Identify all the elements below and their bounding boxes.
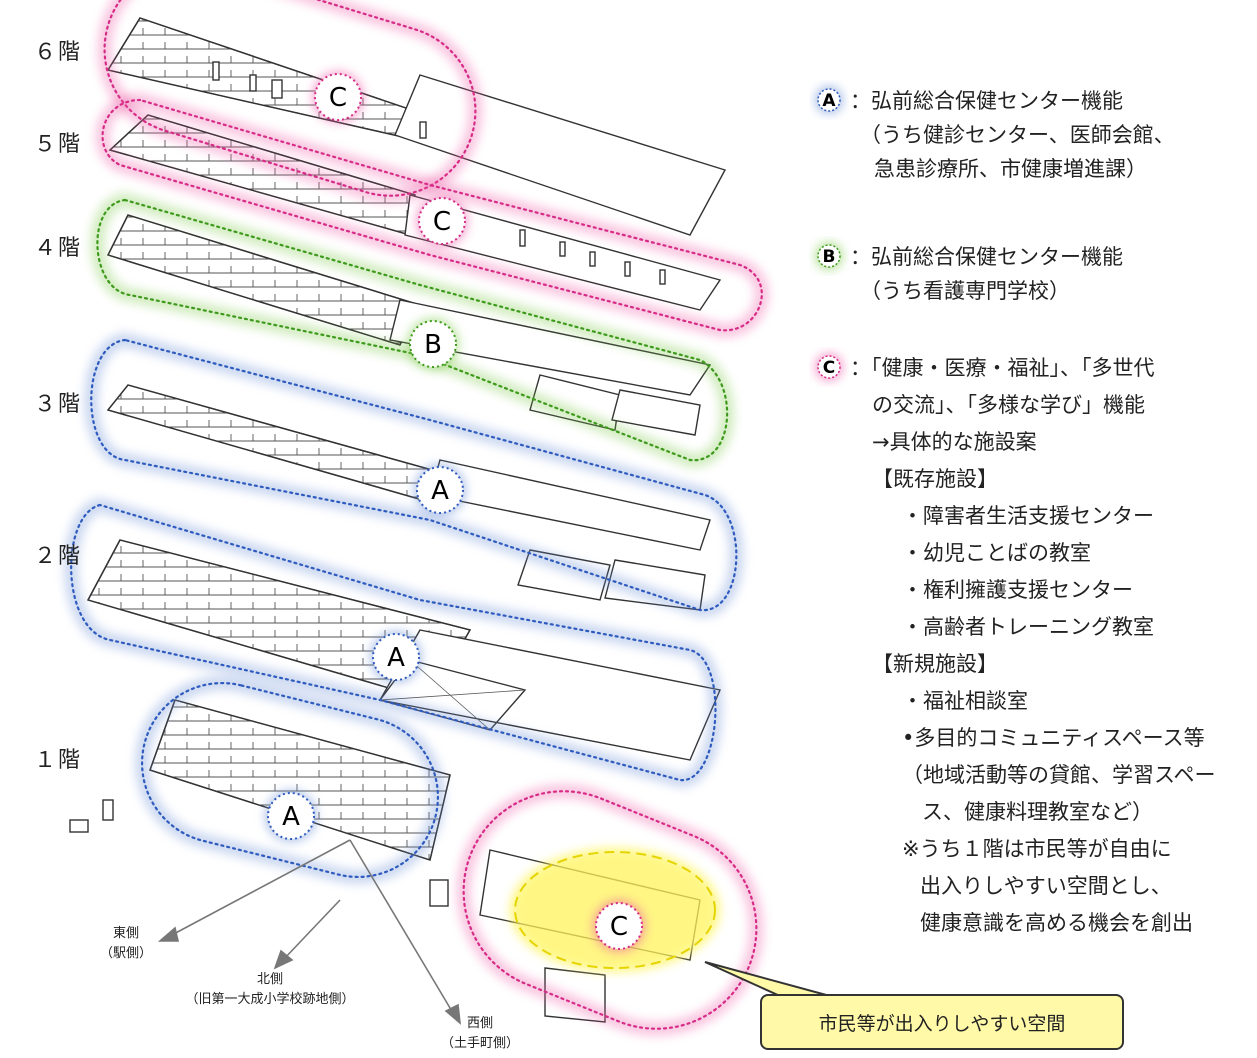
- zone-a-marker-2f: A: [370, 631, 422, 683]
- legend-b: ：弘前総合保健センター機能 （うち看護専門学校）: [850, 240, 1123, 308]
- svg-text:B: B: [823, 247, 836, 267]
- legend-b-marker: B: [815, 242, 843, 270]
- legend-c-note-3: 健康意識を高める機会を創出: [920, 911, 1193, 935]
- zone-a-marker-3f: A: [414, 464, 466, 516]
- zone-a-ring-1f: [135, 676, 445, 884]
- legend-a: ：弘前総合保健センター機能 （うち健診センター、医師会館、 急患診療所、市健康増…: [850, 84, 1175, 186]
- svg-text:A: A: [387, 643, 405, 673]
- direction-north: 北側 （旧第一大成小学校跡地側）: [150, 970, 390, 1010]
- floor-label-3f: ３階: [34, 392, 83, 417]
- zone-c-ring-6f: [97, 0, 483, 203]
- floor-label-2f: ２階: [34, 544, 83, 569]
- zone-c-ring-1f: [456, 784, 764, 1036]
- zone-a-marker-1f: A: [265, 790, 317, 842]
- west-arrow-line: [349, 839, 454, 1014]
- legend-c-existing-header: 【既存施設】: [872, 467, 998, 491]
- direction-east-sub: （駅側）: [100, 946, 153, 961]
- floor-label-1f: １階: [34, 748, 83, 773]
- legend-c-new-header: 【新規施設】: [872, 652, 998, 676]
- east-arrow-line: [169, 839, 351, 937]
- legend-c-new-1: ・福祉相談室: [902, 689, 1028, 713]
- svg-text:C: C: [823, 358, 835, 378]
- legend-a-line-2: （うち健診センター、医師会館、: [860, 123, 1175, 147]
- legend-a-marker: A: [815, 86, 843, 114]
- legend-a-line-3: 急患診療所、市健康増進課）: [874, 157, 1147, 181]
- svg-text:C: C: [329, 83, 347, 113]
- legend-c-existing-4: ・高齢者トレーニング教室: [902, 615, 1154, 639]
- zone-b-marker-4f: B: [407, 318, 459, 370]
- callout-pointer: [704, 961, 831, 997]
- floor-label-4f: ４階: [34, 236, 83, 261]
- east-arrow-icon: [157, 926, 180, 942]
- legend-c-new-2-detail-2: ス、健康料理教室など）: [922, 800, 1153, 824]
- floor-plan-4f: [107, 214, 712, 436]
- legend-c-new-2: •多目的コミュニティスペース等: [902, 726, 1205, 750]
- direction-west: 西側 （土手町側）: [430, 1014, 530, 1054]
- north-arrow-icon: [273, 949, 294, 970]
- svg-text:C: C: [610, 912, 628, 942]
- legend-c-note-2: 出入りしやすい空間とし、: [920, 874, 1172, 898]
- legend-c-existing-1: ・障害者生活支援センター: [902, 504, 1154, 528]
- zone-b-ring-4f: [90, 192, 735, 468]
- svg-text:B: B: [424, 330, 442, 360]
- legend-c-existing-2: ・幼児ことばの教室: [902, 541, 1091, 565]
- legend-c: ：「健康・医療・福祉」、「多世代 の交流」、「多様な学び」機能 →具体的な施設案…: [850, 350, 1216, 942]
- legend-c-line-1: ：「健康・医療・福祉」、「多世代: [850, 356, 1155, 380]
- legend-c-line-3: →具体的な施設案: [872, 430, 1037, 454]
- floor-label-6f: ６階: [34, 40, 83, 65]
- direction-east: 東側 （駅側）: [100, 924, 152, 964]
- west-arrow-icon: [444, 1003, 462, 1025]
- zone-c-marker-6f: C: [312, 71, 364, 123]
- legend-c-marker: C: [815, 353, 843, 381]
- direction-north-label: 北側: [256, 972, 283, 987]
- zone-c-marker-5f: C: [416, 195, 468, 247]
- legend-a-line-1: ：弘前総合保健センター機能: [850, 89, 1123, 113]
- north-arrow-line: [282, 899, 341, 961]
- zone-a-ring-2f: [64, 497, 723, 787]
- direction-east-label: 東側: [113, 926, 140, 941]
- zone-c-marker-1f: C: [593, 900, 645, 952]
- public-space-callout: 市民等が出入りしやすい空間: [760, 994, 1124, 1050]
- direction-north-sub: （旧第一大成小学校跡地側）: [185, 992, 355, 1007]
- legend-b-line-1: ：弘前総合保健センター機能: [850, 245, 1123, 269]
- legend-c-new-2-detail-1: （地域活動等の貸館、学習スペー: [902, 763, 1216, 787]
- legend-c-line-2: の交流」、「多様な学び」機能: [872, 393, 1145, 417]
- public-space-outline: [514, 851, 716, 969]
- legend-c-existing-3: ・権利擁護支援センター: [902, 578, 1133, 602]
- legend-b-line-2: （うち看護専門学校）: [860, 279, 1070, 303]
- zone-a-ring-3f: [84, 332, 744, 618]
- floor-plan-5f: [108, 114, 722, 311]
- floor-label-5f: ５階: [34, 132, 83, 157]
- legend-c-note-1: ※うち１階は市民等が自由に: [902, 837, 1172, 861]
- svg-text:C: C: [433, 207, 451, 237]
- svg-text:A: A: [431, 476, 449, 506]
- direction-west-label: 西側: [466, 1016, 493, 1031]
- svg-text:A: A: [282, 802, 300, 832]
- svg-text:A: A: [822, 91, 836, 111]
- direction-west-sub: （土手町側）: [440, 1036, 519, 1051]
- floor-plan-3f: [106, 384, 711, 611]
- zone-c-ring-5f: [95, 92, 769, 338]
